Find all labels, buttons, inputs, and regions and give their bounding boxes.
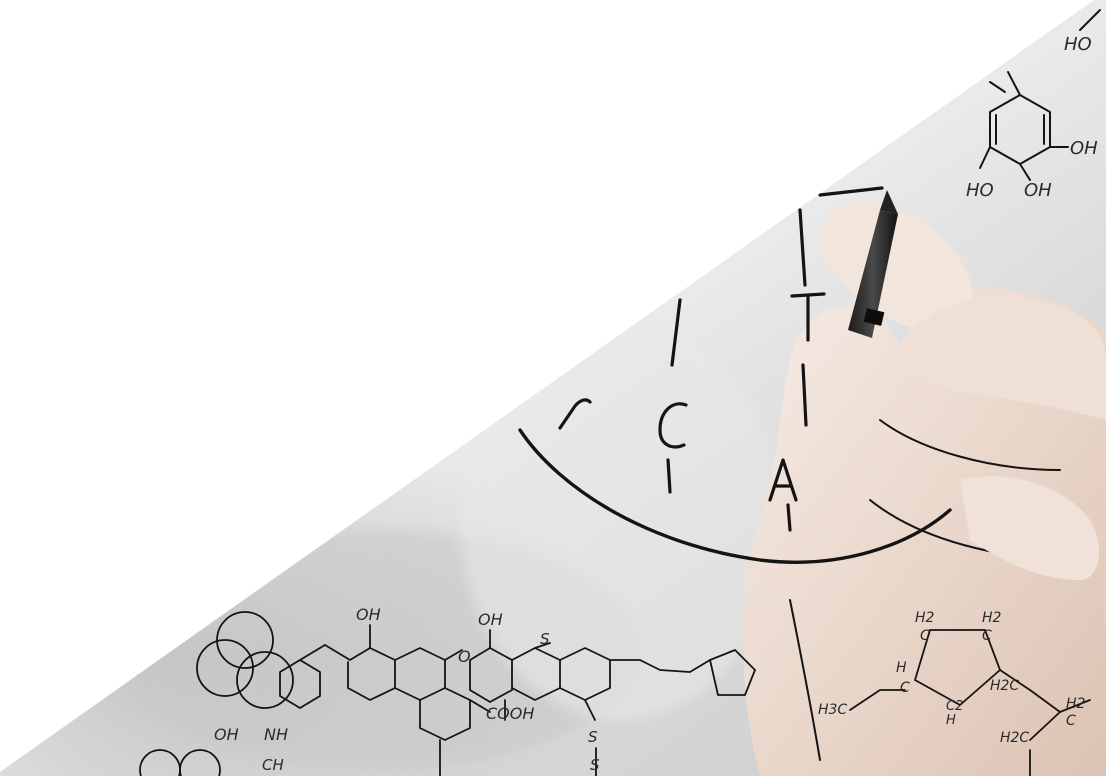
label-nh: NH (264, 725, 288, 744)
label-ho-bottom: HO (966, 180, 994, 201)
label-h2c: H2C (990, 678, 1019, 694)
label-oh-3: OH (214, 725, 239, 744)
label-h2-b: H2 (982, 610, 1002, 626)
molecule-top-right: HO OH HO OH (966, 9, 1101, 201)
gloved-hand (743, 201, 1106, 776)
molecule-bottom-right: H2 C H2 C H C H2C C2 H H3C H2 C H2C (818, 610, 1091, 776)
label-oh-1: OH (356, 605, 381, 624)
label-h: H (896, 660, 907, 676)
label-s-2: S (588, 728, 598, 746)
label-c-d: C (1066, 713, 1076, 729)
label-h-2: H (946, 713, 956, 728)
label-h3c: H3C (818, 702, 847, 718)
label-ch: CH (262, 756, 284, 774)
label-cooh: COOH (486, 704, 534, 723)
label-c2: C2 (946, 699, 963, 714)
label-ho-top: HO (1064, 34, 1092, 55)
label-oh-2: OH (478, 610, 503, 629)
label-c-a: C (920, 628, 930, 644)
label-oh-bottom: OH (1024, 180, 1052, 201)
label-oh-right: OH (1070, 138, 1098, 159)
label-c-b: C (982, 628, 992, 644)
label-o: O (458, 647, 471, 666)
molecule-bottom-left: OH OH S O OH NH COOH S S CH (139, 605, 756, 776)
label-c-c: C (900, 680, 910, 696)
label-h2c-b: H2C (1000, 730, 1029, 746)
marker-pen (848, 190, 898, 338)
handwriting (518, 186, 952, 564)
label-s-3: S (590, 756, 600, 774)
label-h2-c: H2 (1066, 696, 1086, 712)
label-h2-a: H2 (915, 610, 935, 626)
label-s-1: S (540, 630, 550, 648)
